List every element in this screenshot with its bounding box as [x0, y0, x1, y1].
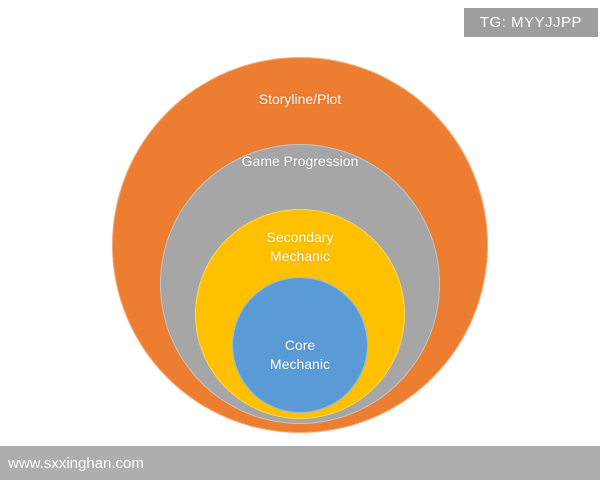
footer-bar: www.sxxinghan.com [0, 446, 600, 480]
label-game-progression: Game Progression [241, 153, 359, 169]
label-core-mechanic: Core Mechanic [270, 337, 330, 372]
watermark-text: www.sxxinghan.com [8, 454, 144, 472]
label-storyline-plot: Storyline/Plot [258, 91, 342, 107]
tag-badge: TG: MYYJJPP [463, 8, 598, 37]
label-secondary-mechanic: Secondary Mechanic [266, 229, 334, 264]
layer-core-mechanic [232, 277, 368, 413]
